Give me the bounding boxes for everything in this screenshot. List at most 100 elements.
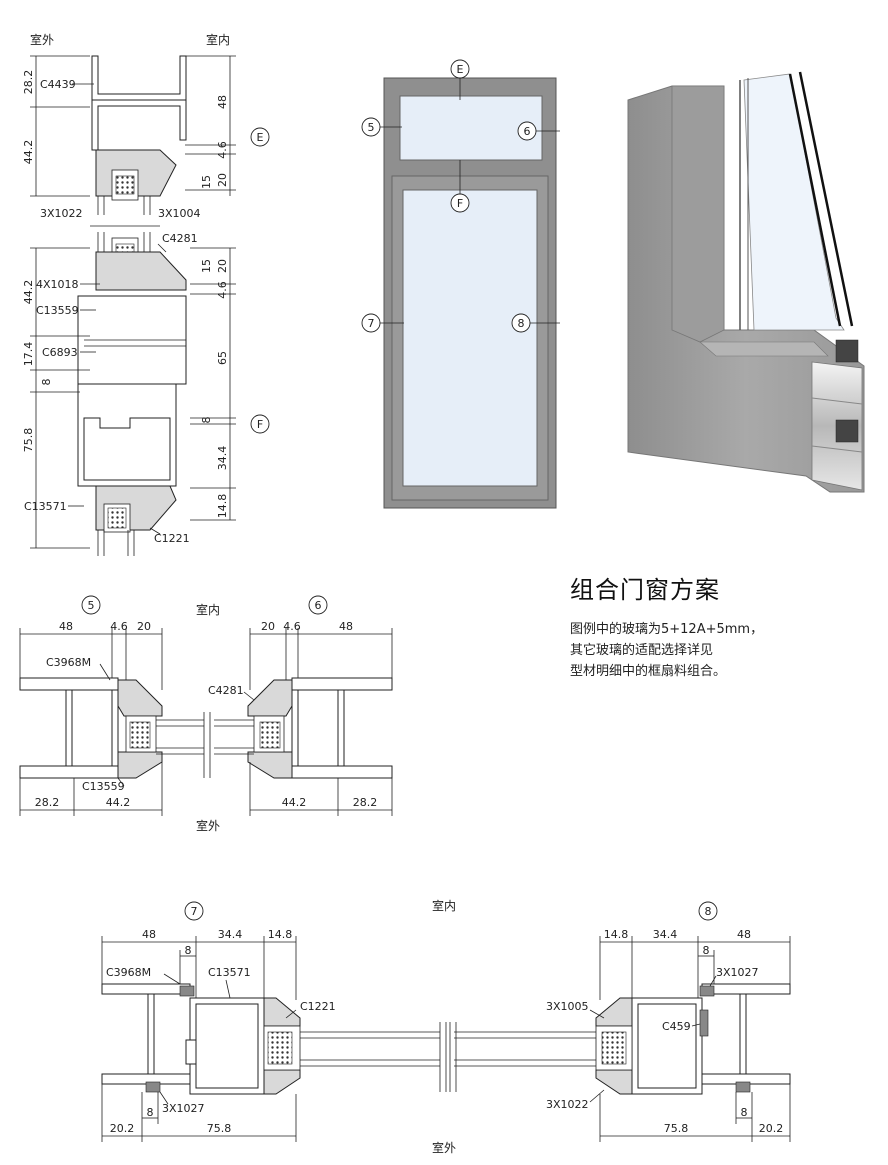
dim-34-4: 34.4 bbox=[216, 446, 229, 471]
dim-8-right: 8 bbox=[200, 417, 213, 424]
marker-8-elev bbox=[511, 313, 531, 333]
dim-15-top: 15 bbox=[200, 175, 213, 189]
marker-5-elev-label: 5 bbox=[368, 121, 375, 134]
elevation-view: E 5 6 F 7 8 bbox=[361, 59, 560, 509]
dim-44-2-top: 44.2 bbox=[22, 140, 35, 165]
part-3x1027-78l: 3X1027 bbox=[162, 1102, 205, 1115]
marker-8-section bbox=[698, 901, 718, 921]
marker-6-section bbox=[308, 595, 328, 615]
part-3x1022-78: 3X1022 bbox=[546, 1098, 589, 1111]
dim-14-8: 14.8 bbox=[216, 494, 229, 519]
marker-f-elev-label: F bbox=[457, 197, 463, 210]
part-c459: C459 bbox=[662, 1020, 691, 1033]
dim-44-2-56r: 44.2 bbox=[282, 796, 307, 809]
marker-5-section-label: 5 bbox=[88, 599, 95, 612]
part-3x1004: 3X1004 bbox=[158, 207, 201, 220]
dim-48-top: 48 bbox=[216, 95, 229, 109]
dim-48-56l: 48 bbox=[59, 620, 73, 633]
dim-14-8-78r: 14.8 bbox=[604, 928, 629, 941]
marker-6-elev bbox=[517, 121, 537, 141]
dim-20-mid: 20 bbox=[216, 259, 229, 273]
dim-4-6-mid: 4.6 bbox=[216, 281, 229, 299]
marker-5-elev bbox=[361, 117, 381, 137]
marker-e-elev-label: E bbox=[457, 63, 464, 76]
indoor-label-78: 室内 bbox=[432, 898, 456, 913]
marker-e-section bbox=[250, 127, 270, 147]
outdoor-label-78: 室外 bbox=[432, 1140, 456, 1155]
part-c1221-v: C1221 bbox=[154, 532, 190, 545]
part-c13559-v: C13559 bbox=[36, 304, 79, 317]
dim-75-8-78l: 75.8 bbox=[207, 1122, 232, 1135]
part-c4281-v: C4281 bbox=[162, 232, 198, 245]
dim-20-2-78r: 20.2 bbox=[759, 1122, 784, 1135]
marker-7-elev-label: 7 bbox=[368, 317, 375, 330]
marker-e-elev bbox=[450, 59, 470, 79]
marker-7-elev bbox=[361, 313, 381, 333]
marker-6-section-label: 6 bbox=[315, 599, 322, 612]
dim-28-2-56r: 28.2 bbox=[353, 796, 378, 809]
scheme-line-3: 型材明细中的框扇料组合。 bbox=[570, 664, 727, 679]
part-c13559-56: C13559 bbox=[82, 780, 125, 793]
dim-65: 65 bbox=[216, 351, 229, 365]
dim-28-2-top: 28.2 bbox=[22, 70, 35, 95]
scheme-description: 组合门窗方案 图例中的玻璃为5+12A+5mm， 其它玻璃的适配选择详见 型材明… bbox=[570, 570, 870, 682]
marker-6-elev-label: 6 bbox=[524, 125, 531, 138]
dim-4-6-top: 4.6 bbox=[216, 141, 229, 159]
indoor-label: 室内 bbox=[206, 32, 230, 47]
dim-75-8-left: 75.8 bbox=[22, 428, 35, 453]
dim-8-78r-top: 8 bbox=[703, 944, 710, 957]
dim-20-56l: 20 bbox=[137, 620, 151, 633]
marker-5-section bbox=[81, 595, 101, 615]
dim-15-mid: 15 bbox=[200, 259, 213, 273]
scheme-text: 图例中的玻璃为5+12A+5mm， 其它玻璃的适配选择详见 型材明细中的框扇料组… bbox=[570, 619, 870, 682]
marker-f-section bbox=[250, 414, 270, 434]
scheme-line-1: 图例中的玻璃为5+12A+5mm， bbox=[570, 622, 764, 637]
part-c3968m-78: C3968M bbox=[106, 966, 151, 979]
marker-7-section-label: 7 bbox=[191, 905, 198, 918]
scheme-title: 组合门窗方案 bbox=[570, 576, 720, 604]
dim-20-56r: 20 bbox=[261, 620, 275, 633]
dim-34-4-78l: 34.4 bbox=[218, 928, 243, 941]
dim-4-6-56r: 4.6 bbox=[283, 620, 301, 633]
dim-48-78r: 48 bbox=[737, 928, 751, 941]
marker-f-section-label: F bbox=[257, 418, 263, 431]
scheme-line-2: 其它玻璃的适配选择详见 bbox=[570, 643, 714, 658]
part-3x1005: 3X1005 bbox=[546, 1000, 589, 1013]
marker-8-elev-label: 8 bbox=[518, 317, 525, 330]
section-5-6: 室内 室外 5 6 48 4.6 20 20 4.6 48 bbox=[19, 595, 393, 833]
dim-8-78l-top: 8 bbox=[185, 944, 192, 957]
part-c4281-56: C4281 bbox=[208, 684, 244, 697]
part-c13571-v: C13571 bbox=[24, 500, 67, 513]
indoor-label-56: 室内 bbox=[196, 602, 220, 617]
dim-8-78l-bot: 8 bbox=[147, 1106, 154, 1119]
marker-e-section-label: E bbox=[257, 131, 264, 144]
profile-3d-corner bbox=[627, 71, 865, 493]
part-c1221-78: C1221 bbox=[300, 1000, 336, 1013]
outdoor-label: 室外 bbox=[30, 32, 54, 47]
dim-34-4-78r: 34.4 bbox=[653, 928, 678, 941]
part-3x1027-78r: 3X1027 bbox=[716, 966, 759, 979]
dim-14-8-78l: 14.8 bbox=[268, 928, 293, 941]
dim-20-top: 20 bbox=[216, 173, 229, 187]
part-c6893: C6893 bbox=[42, 346, 78, 359]
marker-f-elev bbox=[450, 193, 470, 213]
dim-17-4: 17.4 bbox=[22, 342, 35, 367]
marker-7-section bbox=[184, 901, 204, 921]
part-4x1018: 4X1018 bbox=[36, 278, 79, 291]
dim-44-2-56l: 44.2 bbox=[106, 796, 131, 809]
dim-8-78r-bot: 8 bbox=[741, 1106, 748, 1119]
outdoor-label-56: 室外 bbox=[196, 818, 220, 833]
vertical-section: 室外 室内 28.2 44.2 48 4.6 20 15 C4439 3X102… bbox=[22, 32, 270, 556]
part-c3968m-56: C3968M bbox=[46, 656, 91, 669]
dim-8-left: 8 bbox=[40, 379, 53, 386]
dim-48-56r: 48 bbox=[339, 620, 353, 633]
dim-44-2-mid: 44.2 bbox=[22, 280, 35, 305]
part-3x1022-top: 3X1022 bbox=[40, 207, 83, 220]
dim-28-2-56l: 28.2 bbox=[35, 796, 60, 809]
part-c13571-78: C13571 bbox=[208, 966, 251, 979]
marker-8-section-label: 8 bbox=[705, 905, 712, 918]
part-c4439: C4439 bbox=[40, 78, 76, 91]
dim-48-78l: 48 bbox=[142, 928, 156, 941]
dim-4-6-56l: 4.6 bbox=[110, 620, 128, 633]
